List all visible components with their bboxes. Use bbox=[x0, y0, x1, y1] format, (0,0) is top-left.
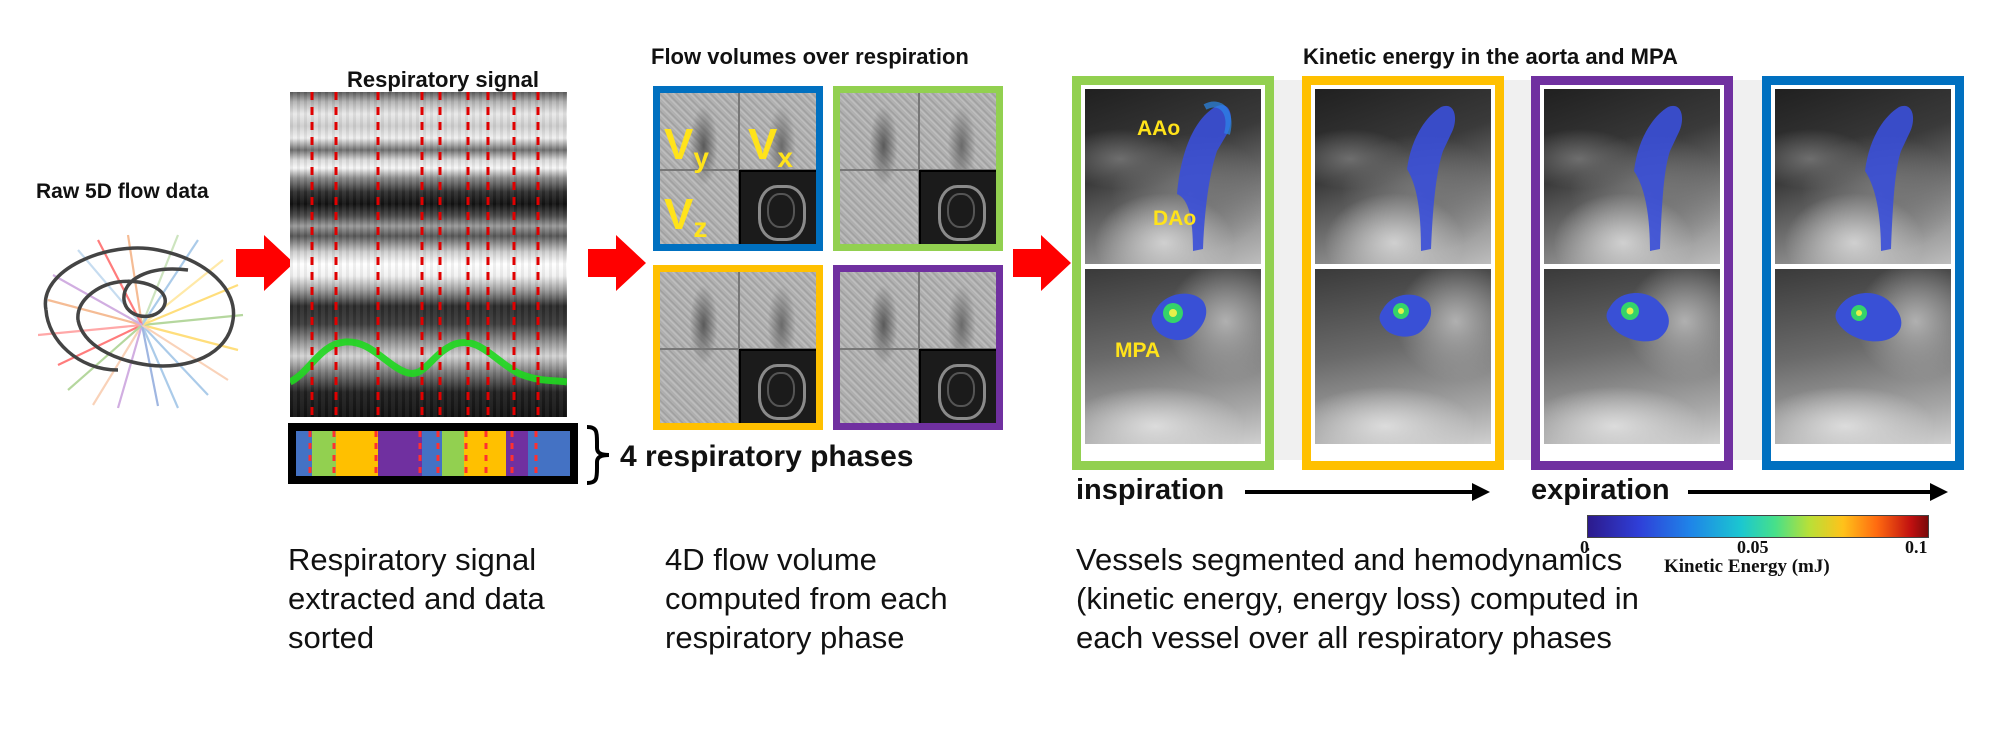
expiration-label: expiration bbox=[1531, 474, 1670, 506]
expiration-arrowhead bbox=[1930, 483, 1948, 501]
expiration-arrow bbox=[1688, 490, 1933, 494]
raw-data-title: Raw 5D flow data bbox=[36, 180, 209, 203]
colorbar-min: 0 bbox=[1580, 537, 1589, 557]
phase-segment bbox=[296, 431, 312, 476]
kinetic-energy-colorbar bbox=[1587, 515, 1929, 538]
colorbar-mid: 0.05 bbox=[1737, 537, 1769, 557]
aao-label: AAo bbox=[1137, 117, 1181, 140]
flow-arrow-3 bbox=[1013, 235, 1071, 291]
vz-label: Vz bbox=[664, 190, 708, 244]
kspace-trajectory-icon bbox=[38, 234, 244, 409]
flow-volume-phase-3 bbox=[653, 265, 823, 430]
phases-label: 4 respiratory phases bbox=[620, 440, 914, 473]
colorbar-max: 0.1 bbox=[1905, 537, 1928, 557]
vy-label: Vy bbox=[664, 120, 709, 174]
respiratory-description: Respiratory signal extracted and data so… bbox=[288, 542, 545, 655]
inspiration-label: inspiration bbox=[1076, 474, 1225, 506]
respiratory-phase-bar bbox=[288, 423, 578, 484]
flow-volume-phase-1: Vy Vx Vz bbox=[653, 86, 823, 251]
vx-label: Vx bbox=[748, 120, 793, 174]
mpa-label: MPA bbox=[1115, 339, 1161, 362]
phase-segment bbox=[506, 431, 528, 476]
respiratory-signal-image bbox=[290, 92, 567, 417]
phase-segment bbox=[422, 431, 442, 476]
respiratory-signal-title: Respiratory signal bbox=[347, 67, 539, 92]
flow-arrow-2 bbox=[588, 235, 646, 291]
phase-segment bbox=[312, 431, 336, 476]
phase-segment bbox=[378, 431, 422, 476]
flow-volume-phase-4 bbox=[833, 265, 1003, 430]
kinetic-energy-title: Kinetic energy in the aorta and MPA bbox=[1303, 44, 1678, 69]
phase-segment bbox=[442, 431, 464, 476]
flow-description: 4D flow volume computed from each respir… bbox=[665, 542, 948, 655]
flow-volume-phase-2 bbox=[833, 86, 1003, 251]
ke-panel-expiration bbox=[1762, 76, 1964, 470]
colorbar-label: Kinetic Energy (mJ) bbox=[1664, 556, 1830, 577]
flow-volumes-title: Flow volumes over respiration bbox=[651, 44, 969, 69]
ke-panel-2 bbox=[1302, 76, 1504, 470]
kinetic-energy-description: Vessels segmented and hemodynamics (kine… bbox=[1076, 542, 1639, 655]
dao-label: DAo bbox=[1153, 207, 1197, 230]
brace-icon bbox=[586, 425, 610, 485]
phase-segment bbox=[336, 431, 378, 476]
flow-arrow-1 bbox=[236, 235, 294, 291]
inspiration-arrowhead bbox=[1472, 483, 1490, 501]
ke-panel-inspiration: AAo DAo MPA bbox=[1072, 76, 1274, 470]
ke-panel-3 bbox=[1531, 76, 1733, 470]
inspiration-arrow bbox=[1245, 490, 1475, 494]
